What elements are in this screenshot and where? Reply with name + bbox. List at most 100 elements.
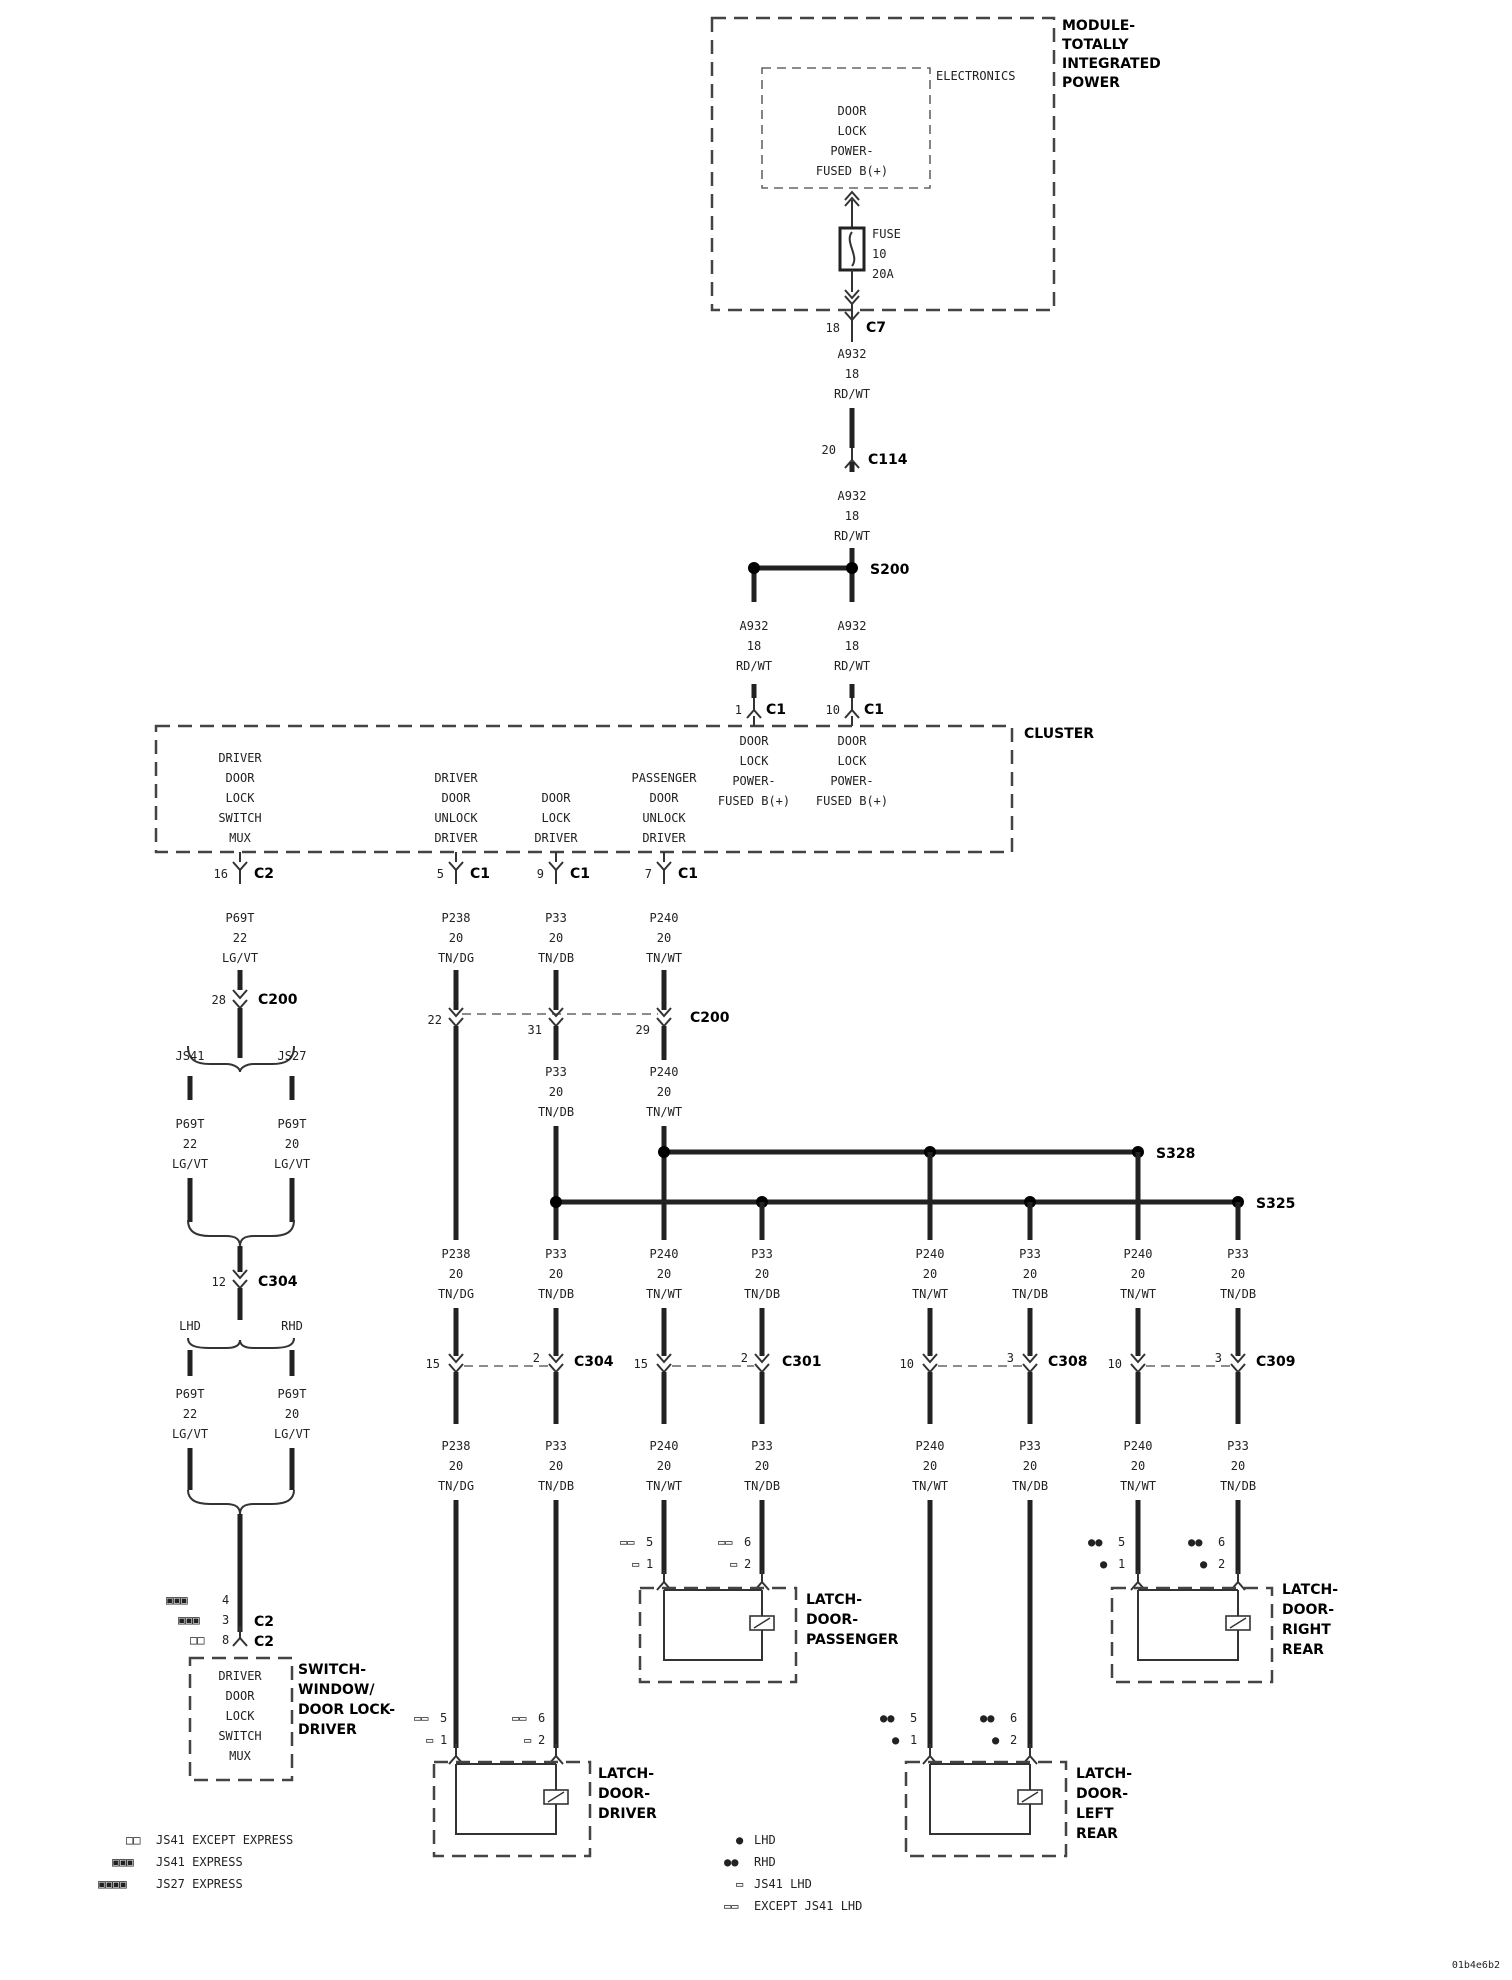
latch-lr-pin5: 5 xyxy=(910,1711,917,1725)
legend-except-icon: □□ xyxy=(126,1833,140,1847)
p33-label-10-color: TN/DB xyxy=(1220,1479,1256,1493)
p69t-label-lhd-gauge: 22 xyxy=(183,1407,197,1421)
c304-inline-connector: 15 2 C304 xyxy=(426,1351,614,1373)
legend-rhd-icon: ●● xyxy=(724,1855,739,1869)
latch-drv-legend-icon-d: ▭ xyxy=(524,1733,531,1747)
p33-label-5-color: TN/DB xyxy=(1012,1287,1048,1301)
c200-pin31-icon xyxy=(548,1007,564,1027)
latch-drv-title-3: DRIVER xyxy=(598,1806,657,1822)
latch-rr-pin1: 1 xyxy=(1118,1557,1125,1571)
latch-pass-pin5: 5 xyxy=(646,1535,653,1549)
cluster-pass-unlock-3: UNLOCK xyxy=(642,811,686,825)
legend-except-js41-lhd: EXCEPT JS41 LHD xyxy=(754,1899,862,1913)
p33-label-7: P33 xyxy=(545,1439,567,1453)
c304-pin2: 2 xyxy=(533,1351,540,1365)
latch-rr-pin5: 5 xyxy=(1118,1535,1125,1549)
cluster-c1-label-2: C1 xyxy=(864,702,884,718)
c301-pin15: 15 xyxy=(634,1357,648,1371)
fuse-rating: 20A xyxy=(872,267,894,281)
latch-drv-legend-icon-c: ▭▭ xyxy=(512,1711,526,1725)
p240-label-6-color: TN/WT xyxy=(646,1479,682,1493)
s325-splice-dot-1 xyxy=(550,1196,562,1208)
latch-pass-legend-icon-d: ▭ xyxy=(730,1557,737,1571)
switch-title-1: SWITCH- xyxy=(298,1662,366,1678)
cluster-driver-unlock-2: DOOR xyxy=(442,791,472,805)
cluster-fused-left-3: POWER- xyxy=(732,774,775,788)
p240-label-3-gauge: 20 xyxy=(657,1267,671,1281)
p33-label-10: P33 xyxy=(1227,1439,1249,1453)
latch-lr-title-3: LEFT xyxy=(1076,1806,1114,1822)
tipm-title-3: INTEGRATED xyxy=(1062,56,1161,72)
legend-js27-icon: ▣▣▣▣ xyxy=(98,1877,127,1891)
tipm-power-line-1: DOOR xyxy=(838,104,868,118)
c114-label: C114 xyxy=(868,452,908,468)
c309-inline-connector: 10 3 C309 xyxy=(1108,1351,1296,1373)
cluster-c1-label-1: C1 xyxy=(766,702,786,718)
p33-label-6-color: TN/DB xyxy=(1220,1287,1256,1301)
out-c1-pin9: 9 xyxy=(537,867,544,881)
latch-drv-legend-icon-b: ▭ xyxy=(426,1733,433,1747)
latch-lr-pin1: 1 xyxy=(910,1733,917,1747)
latch-drv-pin5: 5 xyxy=(440,1711,447,1725)
tipm-title-1: MODULE- xyxy=(1062,18,1135,34)
legend-rhd: RHD xyxy=(754,1855,776,1869)
c309-pin3: 3 xyxy=(1215,1351,1222,1365)
p33-label-5: P33 xyxy=(1019,1247,1041,1261)
latch-lr-legend-icon-d: ● xyxy=(992,1733,1000,1747)
legend-lhd: LHD xyxy=(754,1833,776,1847)
a932-wire-label-4-gauge: 18 xyxy=(845,639,859,653)
latch-lr-title-1: LATCH- xyxy=(1076,1766,1132,1782)
tipm-power-line-4: FUSED B(+) xyxy=(816,164,888,178)
p240-label-1-gauge: 20 xyxy=(657,931,671,945)
legend-except-js41-lhd-icon: ▭▭ xyxy=(724,1899,738,1913)
latch-rr-title-3: RIGHT xyxy=(1282,1622,1331,1638)
c301-label: C301 xyxy=(782,1354,822,1370)
cluster-c1-pin1-icon xyxy=(746,697,762,719)
p33-label-1-color: TN/DB xyxy=(538,951,574,965)
cluster-switch-mux-1: DRIVER xyxy=(218,751,262,765)
p33-label-8-gauge: 20 xyxy=(755,1459,769,1473)
rhd-option-label: RHD xyxy=(281,1319,303,1333)
switch-inner-3: LOCK xyxy=(226,1709,256,1723)
latch-drv-pin2: 2 xyxy=(538,1733,545,1747)
p33-label-2-color: TN/DB xyxy=(538,1105,574,1119)
p240-label-2: P240 xyxy=(650,1065,679,1079)
legend-js41-icon: ▣▣▣ xyxy=(112,1855,134,1869)
cluster-fused-left-2: LOCK xyxy=(740,754,770,768)
out-c1-label-5: C1 xyxy=(470,866,490,882)
c308-pin10: 10 xyxy=(900,1357,914,1371)
switch-title-3: DOOR LOCK- xyxy=(298,1702,395,1718)
latch-lr-title-2: DOOR- xyxy=(1076,1786,1128,1802)
cluster-lock-driver-1: DOOR xyxy=(542,791,572,805)
latch-lr-pin2: 2 xyxy=(1010,1733,1017,1747)
p33-label-2: P33 xyxy=(545,1065,567,1079)
fuse-number: 10 xyxy=(872,247,886,261)
cluster-driver-unlock-4: DRIVER xyxy=(434,831,478,845)
c304-label: C304 xyxy=(574,1354,614,1370)
latch-rr-title-1: LATCH- xyxy=(1282,1582,1338,1598)
c309-pin10: 10 xyxy=(1108,1357,1122,1371)
p33-label-9-color: TN/DB xyxy=(1012,1479,1048,1493)
cluster-c1-pin1: 1 xyxy=(735,703,742,717)
p238-label-2-color: TN/DG xyxy=(438,1287,474,1301)
cluster-module: CLUSTER 1 C1 10 C1 DOOR LOCK POWER- FUSE… xyxy=(154,697,1094,854)
latch-lr-title-4: REAR xyxy=(1076,1826,1118,1842)
p33-label-5-gauge: 20 xyxy=(1023,1267,1037,1281)
c200-left-connector-icon xyxy=(232,989,248,1009)
p33-label-8: P33 xyxy=(751,1439,773,1453)
latch-drv-title-2: DOOR- xyxy=(598,1786,650,1802)
a932-wire-label-3-color: RD/WT xyxy=(736,659,772,673)
latch-pass-legend-icon-a: ▭▭ xyxy=(620,1535,634,1549)
p238-label-3-gauge: 20 xyxy=(449,1459,463,1473)
tipm-module: MODULE- TOTALLY INTEGRATED POWER ELECTRO… xyxy=(710,16,1161,312)
p240-label-7: P240 xyxy=(916,1439,945,1453)
p238-label-3: P238 xyxy=(442,1439,471,1453)
js41-option-label: JS41 xyxy=(176,1049,205,1063)
c308-label: C308 xyxy=(1048,1354,1088,1370)
p69t-label-js41-color: LG/VT xyxy=(172,1157,208,1171)
out-c1-pin7: 7 xyxy=(645,867,652,881)
latch-rr-legend-icon-d: ● xyxy=(1200,1557,1208,1571)
switch-c2-label-8: C2 xyxy=(254,1634,274,1650)
p238-label-2: P238 xyxy=(442,1247,471,1261)
latch-drv-legend-icon-a: ▭▭ xyxy=(414,1711,428,1725)
